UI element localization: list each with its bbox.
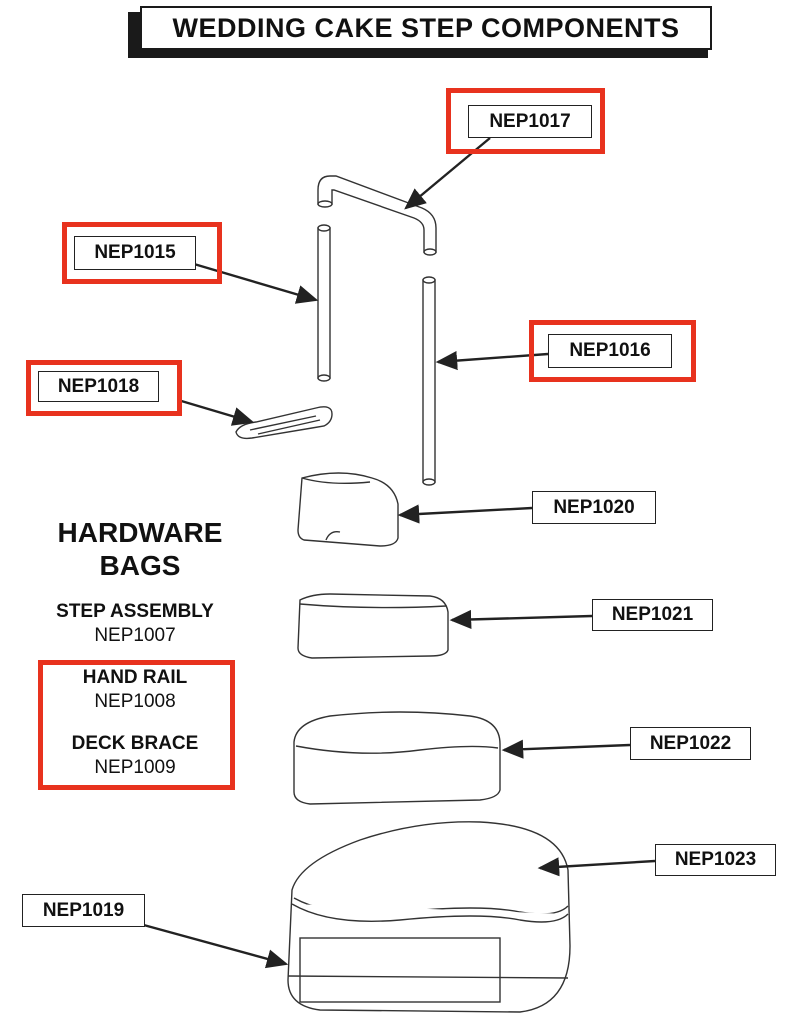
label-nep1019: NEP1019: [22, 894, 145, 927]
highlight-nep1015: [62, 222, 222, 284]
step-top-part: [297, 472, 399, 547]
hardware-item-deck-brace: DECK BRACE NEP1009: [30, 732, 240, 780]
title-banner: WEDDING CAKE STEP COMPONENTS: [128, 6, 714, 58]
label-nep1022: NEP1022: [630, 727, 751, 760]
label-nep1015: NEP1015: [74, 236, 196, 270]
hardware-item-hand-rail: HAND RAIL NEP1008: [30, 666, 240, 714]
hardware-item-name: STEP ASSEMBLY: [56, 601, 214, 622]
left-post-part: [317, 224, 331, 382]
label-nep1021: NEP1021: [592, 599, 713, 631]
hand-rail-top-part: [317, 175, 437, 256]
label-nep1016: NEP1016: [548, 334, 672, 368]
step-bottom-part: [287, 821, 571, 1013]
hardware-title-line2: BAGS: [99, 550, 181, 581]
label-nep1023: NEP1023: [655, 844, 776, 876]
highlight-nep1018: [26, 360, 182, 416]
hardware-item-name: HAND RAIL: [82, 667, 188, 688]
hardware-item-code: NEP1007: [94, 625, 176, 646]
highlight-hardware-rail-brace: [38, 660, 235, 790]
step-second-part: [297, 593, 449, 659]
hardware-item-name: DECK BRACE: [71, 733, 199, 754]
highlight-nep1016: [529, 320, 696, 382]
label-nep1020: NEP1020: [532, 491, 656, 524]
page-title: WEDDING CAKE STEP COMPONENTS: [140, 6, 712, 50]
label-nep1017: NEP1017: [468, 105, 592, 138]
hardware-title-line1: HARDWARE: [57, 517, 223, 548]
step-third-part: [293, 711, 501, 805]
hardware-item-code: NEP1009: [94, 757, 176, 778]
highlight-nep1017: [446, 88, 605, 154]
hardware-item-code: NEP1008: [94, 691, 176, 712]
hardware-item-step-assembly: STEP ASSEMBLY NEP1007: [30, 600, 240, 648]
right-post-part: [422, 276, 436, 486]
label-nep1018: NEP1018: [38, 371, 159, 402]
hardware-bags-title: HARDWARE BAGS: [40, 516, 240, 582]
